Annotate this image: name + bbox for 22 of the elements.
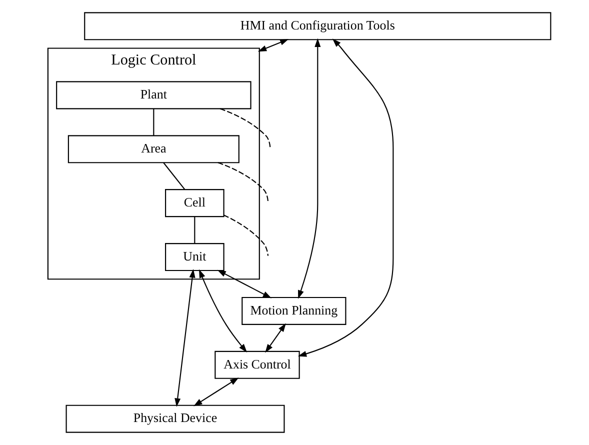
node-box: Motion Planning (241, 296, 346, 325)
arrow (257, 39, 288, 52)
node-box: Plant (56, 81, 251, 110)
arrow (264, 323, 286, 353)
arrow (216, 270, 272, 298)
arrow (193, 378, 238, 406)
connector (152, 108, 154, 136)
arrow (174, 269, 195, 407)
arrow (298, 38, 320, 299)
connector (219, 108, 270, 148)
node-box: Cell (164, 189, 224, 218)
node-box: HMI and Configuration Tools (84, 12, 551, 40)
connector (223, 214, 268, 256)
node-box: Area (67, 135, 239, 164)
node-box: Physical Device (65, 404, 284, 433)
node-box: Unit (164, 243, 224, 272)
arrow (297, 38, 394, 357)
connector (217, 162, 268, 202)
connector (194, 216, 195, 244)
node-box: Axis Control (214, 350, 300, 379)
arrow (198, 269, 247, 353)
connector (162, 162, 185, 190)
